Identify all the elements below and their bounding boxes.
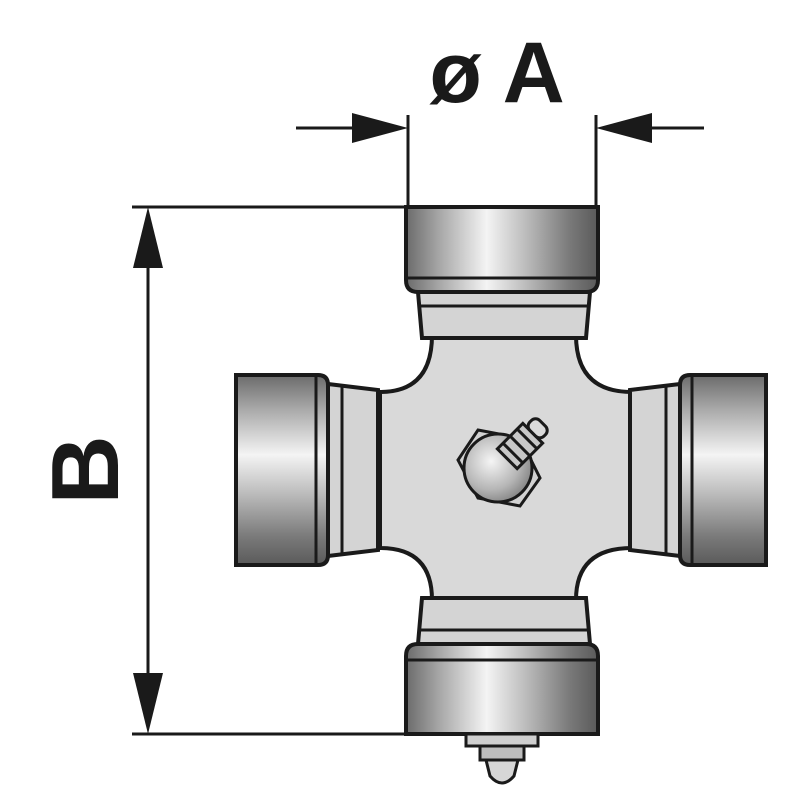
arrowhead-top bbox=[133, 207, 163, 268]
arrowhead-left bbox=[352, 113, 408, 143]
top-cap-shell bbox=[404, 205, 600, 294]
top-seal-collar bbox=[415, 290, 593, 340]
right-cap-shell bbox=[678, 373, 768, 567]
bottom-seal-collar bbox=[415, 596, 593, 646]
dimension-a bbox=[296, 113, 704, 208]
right-seal-collar bbox=[628, 381, 682, 559]
bottom-grease-nipple bbox=[464, 732, 540, 785]
center-grease-nipple bbox=[456, 417, 549, 508]
top-bearing-cap bbox=[404, 205, 600, 340]
label-diameter-a: ø A bbox=[429, 25, 564, 121]
label-length-b: B bbox=[32, 435, 139, 504]
arrowhead-bottom bbox=[133, 673, 163, 734]
right-bearing-cap bbox=[628, 373, 768, 567]
bottom-cap-shell bbox=[404, 642, 600, 736]
left-bearing-cap bbox=[234, 373, 380, 567]
bottom-bearing-cap bbox=[404, 596, 600, 736]
left-seal-collar bbox=[326, 381, 380, 559]
dimension-b bbox=[132, 205, 410, 736]
left-cap-shell bbox=[234, 373, 330, 567]
arrowhead-right bbox=[596, 113, 652, 143]
